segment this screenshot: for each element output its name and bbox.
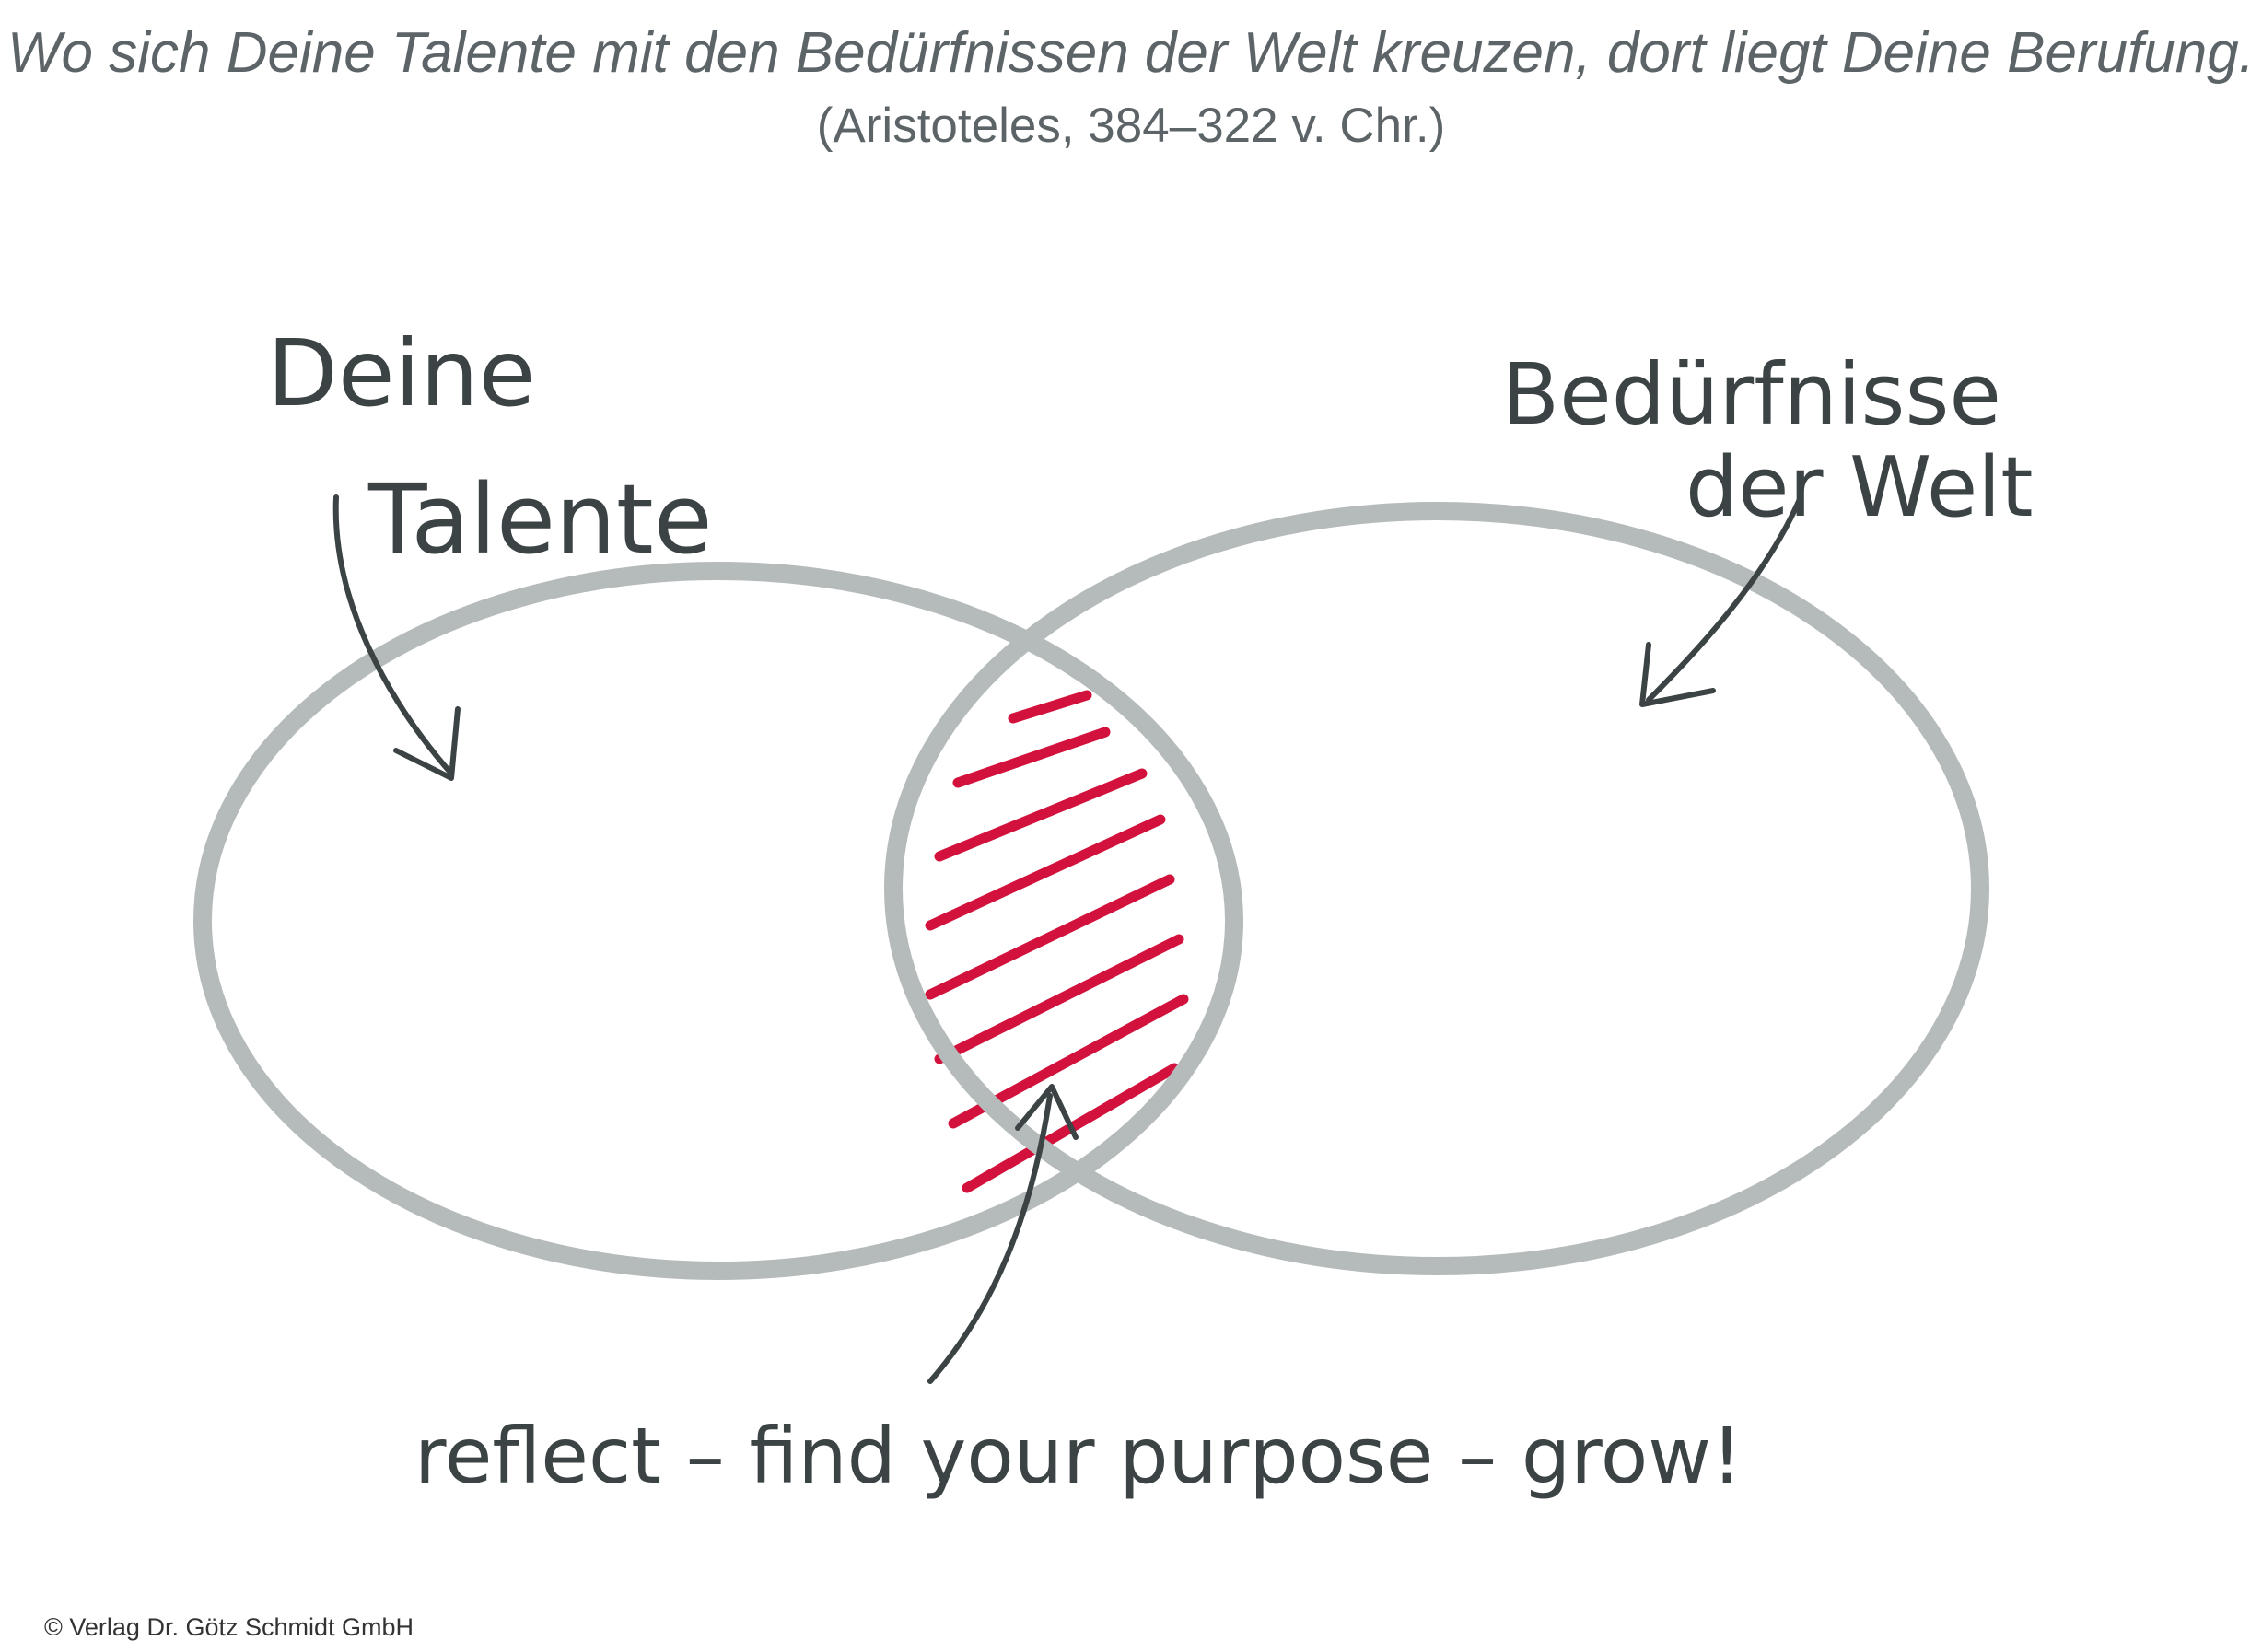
arrow-caption-icon <box>927 1084 1079 1384</box>
arrow-right-label-icon <box>1639 494 1803 707</box>
right-label-line2: der Welt <box>1685 439 2034 536</box>
quote-source: (Aristoteles, 384–322 v. Chr.) <box>816 99 1446 153</box>
bottom-caption: reflect – find your purpose – grow! <box>414 1411 1743 1501</box>
talents-circle <box>193 562 1243 1280</box>
left-label-line2: Talente <box>367 463 713 576</box>
copyright-notice: © Verlag Dr. Götz Schmidt GmbH <box>44 1613 414 1641</box>
quote-text: Wo sich Deine Talente mit den Bedürfniss… <box>7 21 2255 85</box>
right-label-line1: Bedürfnisse <box>1501 345 2001 444</box>
world-needs-circle <box>884 502 1989 1275</box>
arrow-left-label-icon <box>332 494 461 781</box>
left-label-line1: Deine <box>267 320 535 427</box>
